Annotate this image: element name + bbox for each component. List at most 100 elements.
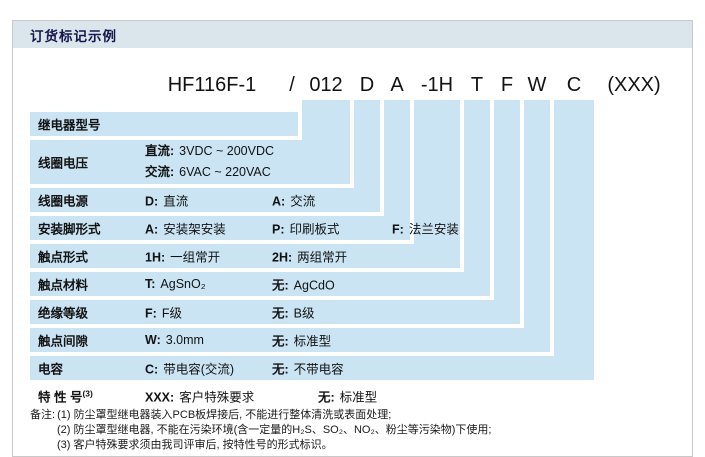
row-label-insulation: 绝缘等级 bbox=[38, 306, 89, 321]
code-segment-contact-material: T bbox=[470, 74, 484, 96]
code-segment-model: HF116F-1 bbox=[167, 74, 257, 96]
note-line-1: 备注:(1) 防尘罩型继电器装入PCB板焊接后, 不能进行整体清洗或表面处理; bbox=[30, 408, 670, 423]
code-segment-special-code: (XXX) bbox=[607, 74, 661, 96]
row-relay-model: 继电器型号 bbox=[30, 112, 298, 136]
code-separator-slash: / bbox=[289, 74, 295, 96]
option: W: 3.0mm bbox=[145, 333, 204, 347]
option-key: 交流: bbox=[145, 165, 175, 179]
connector-insulation bbox=[494, 100, 520, 300]
option-value: 一组常开 bbox=[170, 250, 221, 265]
connector-contact-material bbox=[464, 100, 490, 272]
row-coil-power: 线圈电源 D:直流 A:交流 bbox=[30, 188, 380, 212]
option: A:安装架安装 bbox=[145, 219, 226, 238]
note-line-2: (2) 防尘罩型继电器, 不能在污染环境(含一定量的H₂S、SO₂、NO₂、粉尘… bbox=[30, 423, 670, 438]
row-label-coil-voltage: 线圈电压 bbox=[38, 156, 89, 171]
option: 无: 不带电容 bbox=[272, 359, 344, 378]
row-contact-form: 触点形式 1H: 一组常开 2H: 两组常开 bbox=[30, 244, 460, 268]
option-value: 两组常开 bbox=[297, 250, 348, 265]
code-segment-coil-voltage: 012 bbox=[309, 74, 343, 96]
option-key: 直流: bbox=[145, 144, 175, 158]
code-segment-insulation: F bbox=[500, 74, 514, 96]
row-label-superscript: (3) bbox=[82, 388, 93, 399]
option-key: C: bbox=[145, 362, 159, 377]
code-segment-contact-gap: W bbox=[527, 74, 547, 96]
row-special-code: 特 性 号(3) XXX: 客户特殊要求 无:标准型 bbox=[30, 384, 660, 408]
option: 无:标准型 bbox=[318, 387, 377, 406]
option-value: AgSnO₂ bbox=[160, 277, 206, 291]
option-value: 交流 bbox=[290, 194, 316, 209]
option: T: AgSnO₂ bbox=[145, 277, 206, 291]
option-value: 带电容(交流) bbox=[163, 362, 235, 377]
option: 2H: 两组常开 bbox=[272, 247, 347, 266]
notes-prefix: 备注: bbox=[30, 409, 56, 421]
option-value: 直流 bbox=[163, 194, 189, 209]
row-contact-material: 触点材料 T: AgSnO₂ 无: AgCdO bbox=[30, 272, 490, 296]
option: C: 带电容(交流) bbox=[145, 359, 234, 378]
option-key: T: bbox=[145, 277, 156, 291]
row-insulation: 绝缘等级 F: F级 无: B级 bbox=[30, 300, 520, 324]
option-key: 2H: bbox=[272, 250, 293, 265]
option: P: 印刷板式 bbox=[272, 219, 340, 238]
option-value: 不带电容 bbox=[293, 362, 344, 377]
option-value: 印刷板式 bbox=[289, 222, 340, 237]
option: 无: 标准型 bbox=[272, 331, 331, 350]
row-label-capacitor: 电容 bbox=[38, 362, 64, 377]
option: 无: AgCdO bbox=[272, 275, 335, 294]
option-value: 客户特殊要求 bbox=[179, 390, 255, 405]
coil-voltage-ac: 交流: 6VAC ~ 220VAC bbox=[145, 162, 274, 183]
option: XXX: 客户特殊要求 bbox=[145, 387, 254, 406]
option-value: 3.0mm bbox=[165, 333, 204, 347]
row-capacitor: 电容 C: 带电容(交流) 无: 不带电容 bbox=[30, 356, 594, 380]
row-label-contact-material: 触点材料 bbox=[38, 278, 89, 293]
option-key: F: bbox=[392, 222, 404, 237]
option-key: P: bbox=[272, 222, 285, 237]
code-segment-mounting: A bbox=[390, 74, 404, 96]
option-key: 无: bbox=[272, 306, 289, 321]
row-label-contact-gap: 触点间隙 bbox=[38, 334, 89, 349]
connector-contact-form bbox=[414, 100, 460, 244]
option-key: 无: bbox=[272, 334, 289, 349]
section-title-bar: 订货标记示例 bbox=[13, 21, 692, 48]
option-key: 无: bbox=[272, 362, 289, 377]
row-label-text: 特 性 号 bbox=[38, 390, 83, 405]
option: F: F级 bbox=[145, 303, 182, 322]
option-key: F: bbox=[145, 306, 157, 321]
code-segment-coil-power: D bbox=[359, 74, 375, 96]
row-label-relay-model: 继电器型号 bbox=[38, 118, 101, 133]
section-title: 订货标记示例 bbox=[30, 28, 117, 44]
row-label-coil-power: 线圈电源 bbox=[38, 194, 89, 209]
option-key: W: bbox=[145, 333, 161, 347]
coil-voltage-values: 直流: 3VDC ~ 200VDC 交流: 6VAC ~ 220VAC bbox=[145, 141, 274, 183]
option-value: 3VDC ~ 200VDC bbox=[179, 144, 275, 158]
code-segment-capacitor: C bbox=[566, 74, 582, 96]
connector-coil-voltage bbox=[302, 100, 350, 140]
option-value: B级 bbox=[293, 306, 315, 321]
row-mounting: 安装脚形式 A:安装架安装 P:印刷板式 F:法兰安装 bbox=[30, 216, 459, 240]
option-key: 1H: bbox=[145, 250, 166, 265]
connector-contact-gap bbox=[524, 100, 550, 328]
coil-voltage-dc: 直流: 3VDC ~ 200VDC bbox=[145, 141, 274, 162]
option-value: F级 bbox=[161, 306, 182, 321]
connector-capacitor bbox=[554, 100, 594, 356]
option-value: 法兰安装 bbox=[408, 222, 459, 237]
option-key: XXX: bbox=[145, 390, 175, 405]
option: 无: B级 bbox=[272, 303, 315, 322]
option-key: D: bbox=[145, 194, 159, 209]
option: F: 法兰安装 bbox=[392, 219, 459, 238]
option-value: 6VAC ~ 220VAC bbox=[179, 165, 271, 179]
row-coil-voltage: 线圈电压 直流: 3VDC ~ 200VDC 交流: 6VAC ~ 220VAC bbox=[30, 140, 350, 184]
note-text: (2) 防尘罩型继电器, 不能在污染环境(含一定量的H₂S、SO₂、NO₂、粉尘… bbox=[57, 424, 492, 436]
connector-coil-power bbox=[354, 100, 380, 188]
option: D: 直流 bbox=[145, 191, 188, 210]
note-text: (1) 防尘罩型继电器装入PCB板焊接后, 不能进行整体清洗或表面处理; bbox=[57, 409, 392, 421]
option-value: AgCdO bbox=[293, 278, 335, 293]
note-line-3: (3) 客户特殊要求须由我司评审后, 按特性号的形式标识。 bbox=[30, 438, 670, 453]
option-value: 安装架安装 bbox=[163, 222, 226, 237]
option-key: 无: bbox=[272, 278, 289, 293]
option-value: 标准型 bbox=[293, 334, 332, 349]
option-value: 标准型 bbox=[339, 390, 378, 405]
row-label-contact-form: 触点形式 bbox=[38, 250, 89, 265]
code-segment-contact-form: -1H bbox=[420, 74, 454, 96]
row-contact-gap: 触点间隙 W: 3.0mm 无: 标准型 bbox=[30, 328, 550, 352]
